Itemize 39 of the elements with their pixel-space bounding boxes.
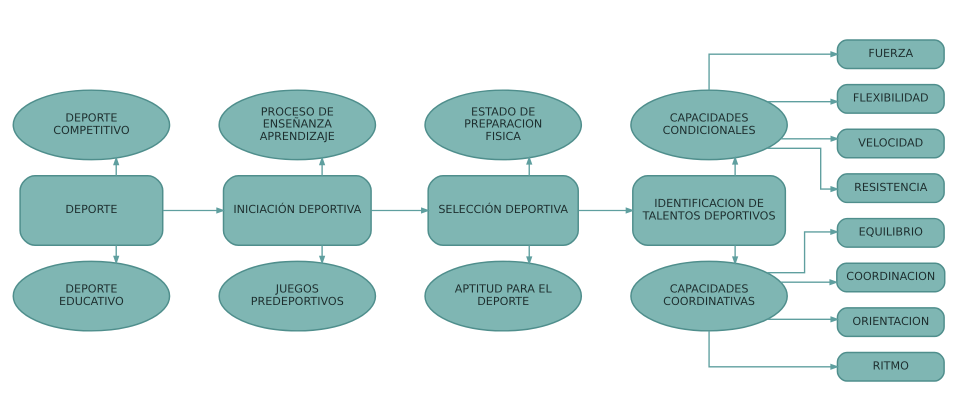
arrow [768, 316, 840, 322]
node-box: RESISTENCIA [836, 172, 945, 203]
node-box: ORIENTACION [836, 306, 945, 337]
node-ellipse: ESTADO DE PREPARACION FISICA [424, 88, 582, 160]
node-box: IDENTIFICACION DE TALENTOS DEPORTIVOS [632, 174, 786, 246]
arrow [162, 206, 226, 214]
arrow [708, 50, 840, 90]
arrow [578, 206, 635, 214]
node-box: INICIACIÓN DEPORTIVA [222, 174, 372, 246]
arrow [526, 155, 532, 176]
arrow [526, 244, 532, 265]
arrow [768, 98, 840, 104]
arrow [767, 228, 840, 273]
arrow [780, 135, 840, 142]
node-box: RITMO [836, 351, 945, 382]
arrow [113, 156, 120, 176]
node-box: EQUILIBRIO [836, 217, 945, 248]
node-box: VELOCIDAD [836, 128, 945, 158]
arrow [113, 244, 120, 264]
node-ellipse: JUEGOS PREDEPORTIVOS [218, 260, 376, 332]
node-box: FLEXIBILIDAD [836, 83, 945, 114]
node-box: DEPORTE [19, 174, 164, 246]
node-box: COORDINACION [836, 262, 946, 292]
node-box: SELECCIÓN DEPORTIVA [427, 174, 579, 246]
arrow [708, 330, 840, 370]
node-ellipse: APTITUD PARA EL DEPORTE [424, 260, 582, 332]
arrow [732, 155, 738, 176]
arrow [732, 244, 738, 265]
node-ellipse: CAPACIDADES CONDICIONALES [630, 88, 788, 160]
node-ellipse: PROCESO DE ENSEÑANZA APRENDIZAJE [218, 88, 376, 160]
node-ellipse: DEPORTE COMPETITIVO [12, 88, 170, 160]
arrow [318, 244, 326, 264]
node-ellipse: DEPORTE EDUCATIVO [12, 260, 170, 332]
node-box: FUERZA [836, 38, 945, 69]
arrow [780, 278, 838, 285]
arrow [767, 147, 840, 192]
arrow [318, 156, 326, 176]
node-ellipse: CAPACIDADES COORDINATIVAS [630, 260, 788, 332]
arrow [372, 206, 430, 214]
